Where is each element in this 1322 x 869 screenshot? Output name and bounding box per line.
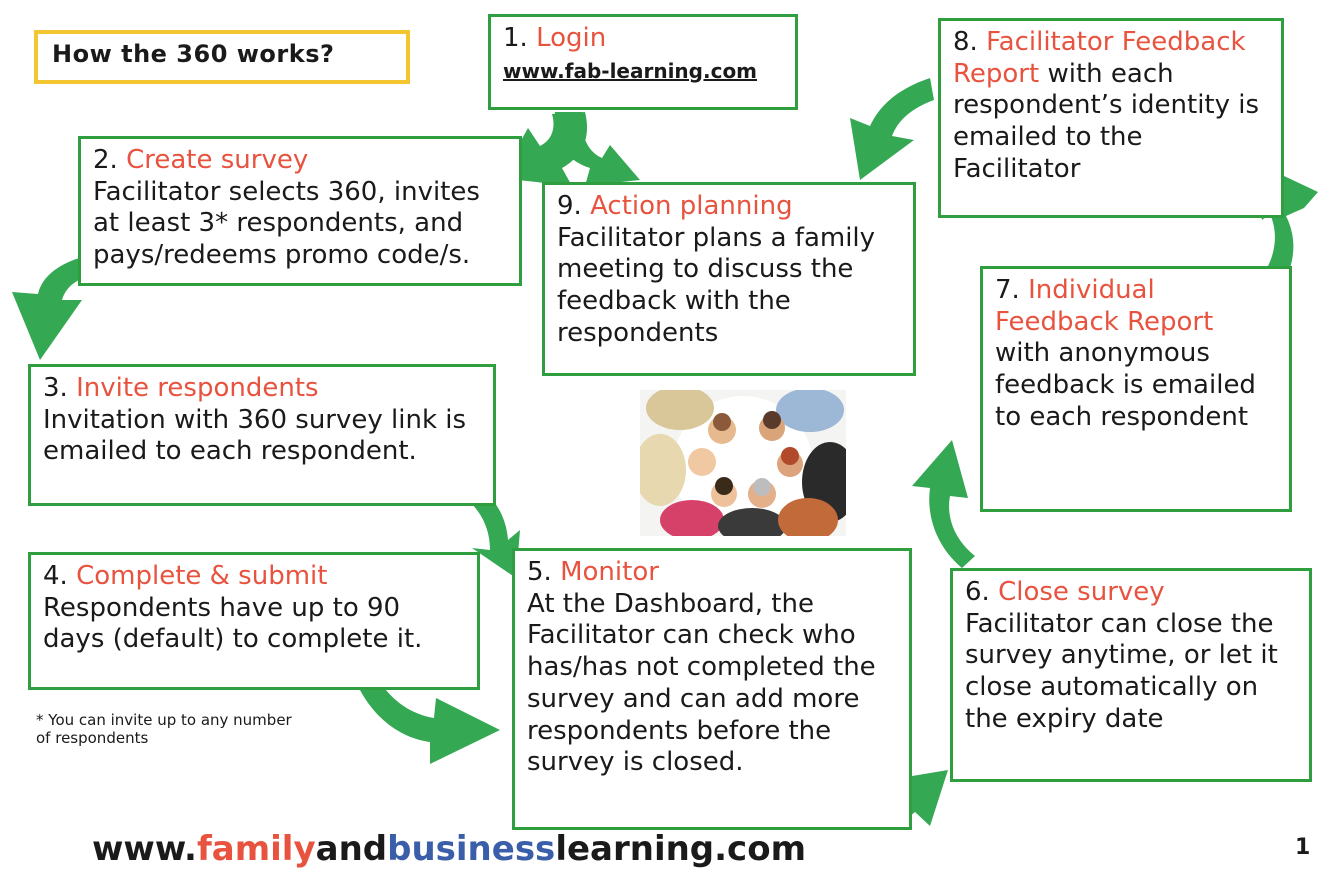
step-3-label: Invite respondents bbox=[76, 373, 319, 403]
step-number: 3. bbox=[43, 373, 68, 403]
step-3-invite-box: 3. Invite respondents Invitation with 36… bbox=[28, 364, 496, 506]
step-number: 6. bbox=[965, 577, 990, 607]
step-number: 5. bbox=[527, 557, 552, 587]
step-9-label: Action planning bbox=[590, 191, 793, 221]
step-9-description: Facilitator plans a family meeting to di… bbox=[557, 222, 876, 348]
step-6-close-box: 6. Close survey Facilitator can close th… bbox=[950, 568, 1312, 782]
step-5-label: Monitor bbox=[560, 557, 659, 587]
arrow-facilitator-to-action bbox=[850, 78, 934, 180]
step-6-description: Facilitator can close the survey anytime… bbox=[965, 608, 1278, 734]
footnote: * You can invite up to any number of res… bbox=[36, 711, 292, 747]
step-4-label: Complete & submit bbox=[76, 561, 328, 591]
page-number: 1 bbox=[1295, 835, 1311, 860]
step-number: 8. bbox=[953, 27, 978, 57]
step-number: 7. bbox=[995, 275, 1020, 305]
step-8-description: with each respondent’s identity is email… bbox=[953, 58, 1260, 184]
step-number: 4. bbox=[43, 561, 68, 591]
step-9-action-planning-box: 9. Action planning Facilitator plans a f… bbox=[542, 182, 916, 376]
arrow-login-to-action bbox=[554, 112, 640, 186]
step-number: 1. bbox=[503, 23, 528, 53]
arrow-close-to-individual bbox=[912, 440, 975, 568]
team-circle-photo bbox=[640, 390, 846, 536]
step-5-description: At the Dashboard, the Facilitator can ch… bbox=[527, 588, 876, 778]
step-8-label: Facilitator Feedback Report bbox=[953, 27, 1246, 89]
step-number: 9. bbox=[557, 191, 582, 221]
step-6-label: Close survey bbox=[998, 577, 1165, 607]
step-4-description: Respondents have up to 90 days (default)… bbox=[43, 592, 423, 655]
fab-learning-link[interactable]: www.fab-learning.com bbox=[503, 58, 758, 83]
step-4-complete-box: 4. Complete & submit Respondents have up… bbox=[28, 552, 480, 690]
step-5-monitor-box: 5. Monitor At the Dashboard, the Facilit… bbox=[512, 548, 912, 830]
step-8-facilitator-report-box: 8. Facilitator Feedback Report with each… bbox=[938, 18, 1284, 218]
step-number: 2. bbox=[93, 145, 118, 175]
step-2-description: Facilitator selects 360, invites at leas… bbox=[93, 176, 480, 271]
step-2-create-survey-box: 2. Create survey Facilitator selects 360… bbox=[78, 136, 522, 286]
arrow-complete-to-monitor bbox=[360, 682, 500, 764]
step-1-label: Login bbox=[536, 23, 607, 53]
page-title: How the 360 works? bbox=[34, 30, 410, 84]
step-7-label: Individual Feedback Report bbox=[995, 275, 1214, 337]
step-1-login-box: 1. Login www.fab-learning.com bbox=[488, 14, 798, 110]
step-3-description: Invitation with 360 survey link is email… bbox=[43, 404, 467, 467]
step-2-label: Create survey bbox=[126, 145, 309, 175]
step-7-individual-report-box: 7. Individual Feedback Report with anony… bbox=[980, 266, 1292, 512]
arrow-create-to-invite bbox=[12, 255, 96, 360]
footer-website[interactable]: www.familyandbusinesslearning.com bbox=[92, 829, 806, 869]
step-7-description: with anonymous feedback is emailed to ea… bbox=[995, 338, 1256, 432]
